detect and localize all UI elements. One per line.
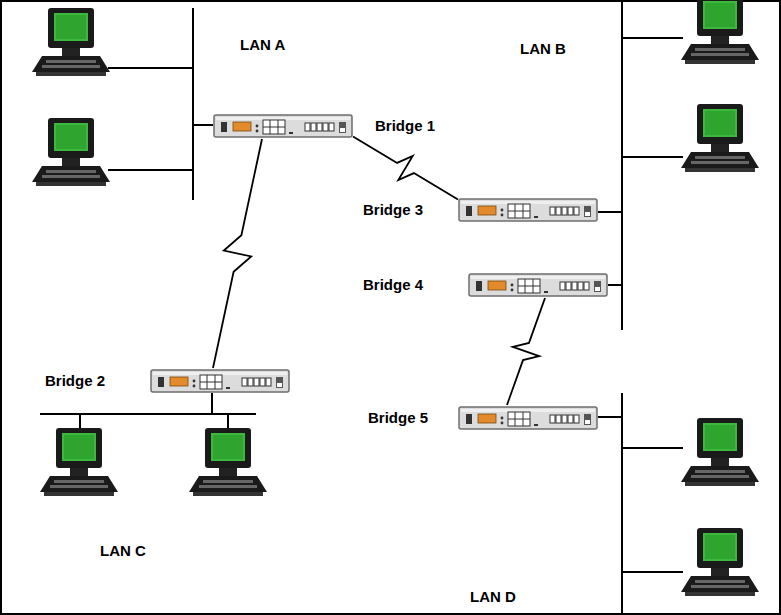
wan-link (213, 139, 262, 368)
computer-icon (32, 118, 110, 186)
computer-icon (189, 428, 267, 496)
bridge-device (150, 368, 290, 394)
computer-icon (32, 8, 110, 76)
lan-d-bus (598, 393, 683, 613)
lan-label: LAN D (470, 588, 516, 606)
computer-icon (681, 0, 759, 64)
computer-icon (681, 104, 759, 172)
bridge-label: Bridge 5 (368, 409, 428, 427)
bridge-node: Bridge 5 (368, 405, 598, 431)
wan-link (507, 298, 545, 405)
lan-label: LAN C (100, 542, 146, 560)
computer-icon (681, 528, 759, 596)
bridge-node: Bridge 2 (45, 368, 290, 394)
lan-label: LAN A (240, 36, 285, 54)
bridge-label: Bridge 1 (375, 117, 435, 135)
lan-b-bus (598, 2, 683, 330)
lan-c-bus (40, 393, 256, 428)
bridge-node: Bridge 3 (363, 197, 598, 223)
bridge-label: Bridge 4 (363, 276, 423, 294)
lan-a-bus (108, 8, 213, 200)
lan-label: LAN B (520, 40, 566, 58)
bridge-device (458, 405, 598, 431)
bridge-label: Bridge 3 (363, 201, 423, 219)
bridge-device (458, 197, 598, 223)
bridge-node: Bridge 1 (213, 113, 435, 139)
bridge-node: Bridge 4 (363, 272, 608, 298)
bridge-device (213, 113, 353, 139)
bridge-label: Bridge 2 (45, 372, 105, 390)
wan-link (353, 136, 458, 199)
computer-icon (40, 428, 118, 496)
computer-icon (681, 418, 759, 486)
bridge-device (468, 272, 608, 298)
